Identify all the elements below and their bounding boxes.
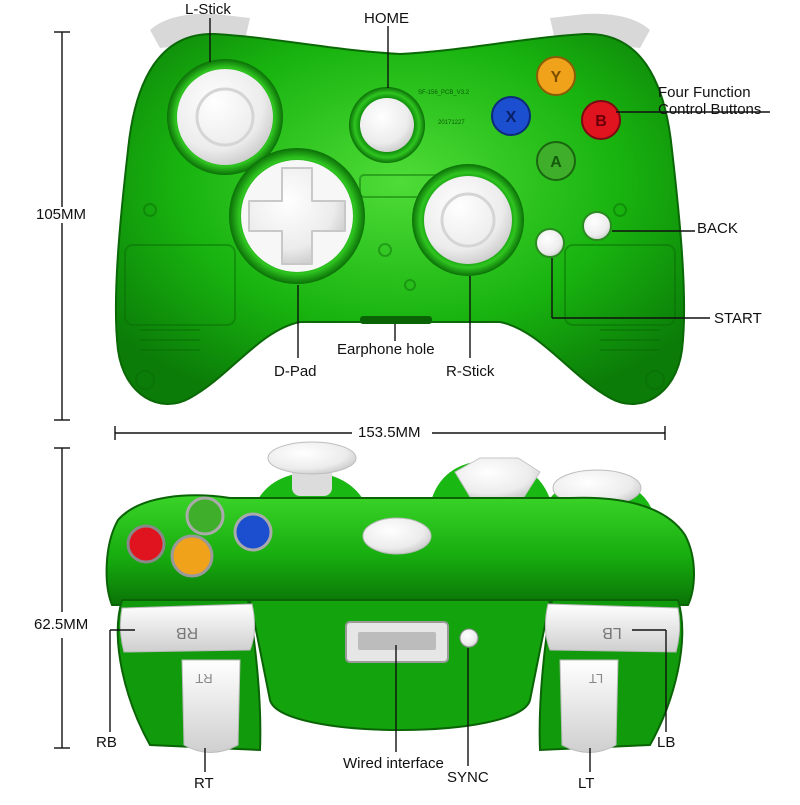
b-button-letter: B bbox=[595, 113, 607, 130]
dimension-width: 153.5MM bbox=[358, 424, 421, 441]
y-button-letter: Y bbox=[551, 69, 562, 86]
lb-bumper[interactable] bbox=[544, 603, 681, 653]
label-lt: LT bbox=[578, 775, 595, 792]
front-b-button[interactable] bbox=[126, 524, 166, 564]
front-y-button[interactable] bbox=[170, 534, 214, 578]
top-view-controller: SF-156_PCB_V3.2 20171227 Y X B A bbox=[114, 13, 686, 405]
label-start: START bbox=[714, 310, 762, 327]
rt-trigger[interactable] bbox=[181, 659, 241, 753]
r-stick-cap-rim bbox=[440, 192, 496, 248]
lb-bumper-text: LB bbox=[602, 624, 622, 641]
label-d-pad: D-Pad bbox=[274, 363, 317, 380]
label-earphone-hole: Earphone hole bbox=[337, 341, 435, 358]
start-button[interactable] bbox=[535, 228, 565, 258]
rt-trigger-text: RT bbox=[195, 671, 212, 686]
label-home: HOME bbox=[364, 10, 409, 27]
front-l-stick-cap[interactable] bbox=[267, 441, 357, 475]
pcb-label-1: SF-156_PCB_V3.2 bbox=[418, 90, 470, 96]
front-a-button[interactable] bbox=[185, 496, 225, 536]
lt-trigger-text: LT bbox=[589, 671, 603, 686]
label-four-function-line1: Four Function bbox=[658, 84, 751, 101]
r-stick-cap[interactable] bbox=[424, 176, 512, 264]
label-back: BACK bbox=[697, 220, 738, 237]
back-button[interactable] bbox=[582, 211, 612, 241]
front-view-leaders bbox=[54, 447, 667, 772]
front-center-body bbox=[248, 599, 552, 731]
x-button[interactable] bbox=[491, 96, 531, 136]
front-view-controller: RB LB RT LT bbox=[105, 441, 695, 753]
front-home-button[interactable] bbox=[362, 517, 432, 555]
earphone-hole bbox=[360, 316, 432, 324]
pcb-label-2: 20171227 bbox=[438, 120, 465, 126]
top-view-leaders bbox=[54, 18, 770, 440]
x-button-letter: X bbox=[506, 109, 517, 126]
l-stick-cap[interactable] bbox=[177, 69, 273, 165]
label-four-function: Four Function Control Buttons bbox=[658, 84, 761, 118]
internal-circuitry bbox=[124, 174, 676, 390]
front-x-button[interactable] bbox=[233, 512, 273, 552]
label-rb: RB bbox=[96, 734, 117, 751]
sync-button[interactable] bbox=[459, 628, 479, 648]
l-stick-cap-rim bbox=[195, 87, 255, 147]
home-button[interactable] bbox=[360, 98, 414, 152]
label-wired-interface: Wired interface bbox=[343, 755, 444, 772]
y-button[interactable] bbox=[536, 56, 576, 96]
dimension-height-front: 62.5MM bbox=[34, 616, 89, 633]
a-button[interactable] bbox=[536, 141, 576, 181]
label-l-stick: L-Stick bbox=[185, 1, 231, 18]
face-buttons: Y X B A bbox=[491, 56, 621, 181]
b-button[interactable] bbox=[581, 100, 621, 140]
label-rt: RT bbox=[194, 775, 214, 792]
dimension-height-top: 105MM bbox=[36, 206, 87, 223]
label-r-stick: R-Stick bbox=[446, 363, 495, 380]
wired-interface-socket bbox=[358, 632, 436, 650]
rb-bumper-text: RB bbox=[176, 624, 198, 641]
label-four-function-line2: Control Buttons bbox=[658, 101, 762, 118]
d-pad[interactable] bbox=[248, 167, 346, 265]
lt-trigger[interactable] bbox=[559, 659, 619, 753]
label-sync: SYNC bbox=[447, 769, 489, 786]
a-button-letter: A bbox=[550, 154, 562, 171]
rb-bumper[interactable] bbox=[119, 603, 256, 653]
label-lb: LB bbox=[657, 734, 676, 751]
